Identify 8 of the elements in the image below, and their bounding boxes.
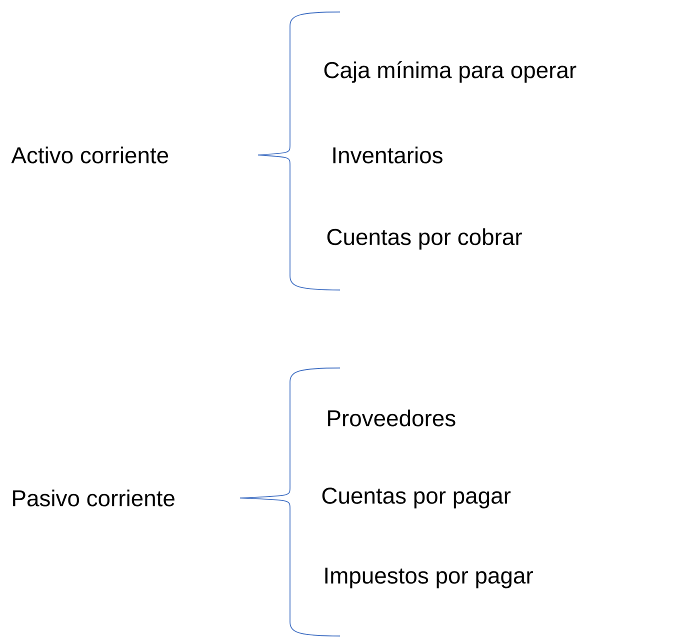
item-label: Pasivo corriente xyxy=(13,490,174,506)
item-label: Proveedores xyxy=(328,410,456,426)
item-label: Caja mínima para operar xyxy=(324,61,576,83)
item-label: Cuentas por cobrar xyxy=(327,228,522,250)
item-label: Activo corriente xyxy=(11,146,168,164)
item-label: Impuestos por pagar xyxy=(325,568,533,588)
item-label: Inventarios xyxy=(333,146,442,164)
item-label: Cuentas por pagar xyxy=(322,488,511,508)
